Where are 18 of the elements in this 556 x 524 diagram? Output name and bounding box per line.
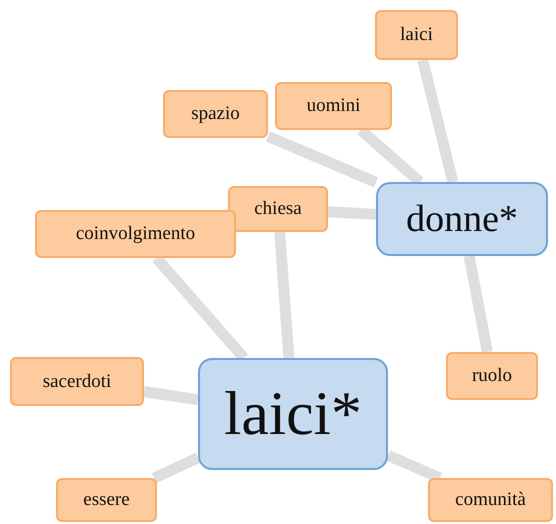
connector-line [417, 58, 458, 184]
connector-line [152, 452, 200, 483]
keyword-box: spazio [163, 90, 268, 138]
connector-line [328, 206, 376, 220]
connector-line [143, 386, 199, 406]
connector-line [266, 131, 378, 188]
keyword-box: ruolo [446, 352, 538, 400]
connector-line [274, 232, 294, 358]
keyword-box: coinvolgimento [35, 210, 236, 258]
topic-box: laici* [198, 358, 388, 470]
keyword-box: laici [375, 10, 458, 60]
keyword-box: comunità [428, 478, 553, 522]
keyword-box: uomini [275, 82, 392, 130]
keyword-box: chiesa [228, 186, 328, 232]
keyword-box: sacerdoti [10, 357, 144, 406]
topic-box: donne* [376, 182, 548, 256]
connector-line [464, 254, 493, 354]
keyword-box: essere [56, 478, 157, 522]
